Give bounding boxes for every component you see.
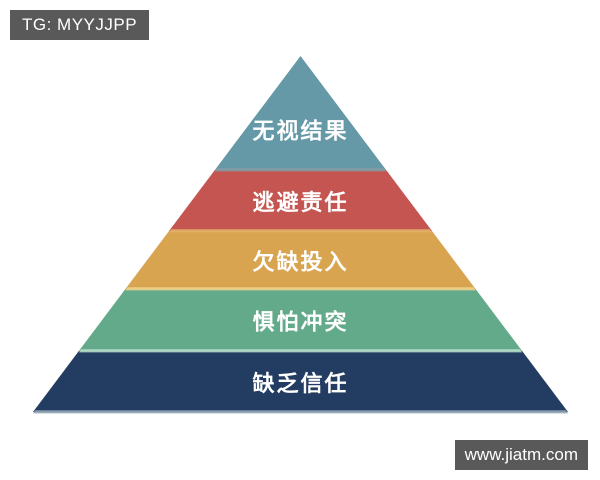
pyramid-level-2 [169, 170, 432, 231]
pyramid-level-4-label: 惧怕冲突 [252, 310, 348, 335]
pyramid-level-3 [125, 231, 476, 289]
pyramid-level-1-label: 无视结果 [252, 119, 348, 144]
pyramid-level-1-edge [214, 168, 387, 172]
pyramid-level-4-edge [78, 349, 523, 353]
pyramid-level-3-edge [125, 287, 476, 291]
pyramid-level-1 [214, 56, 387, 170]
pyramid-level-3-label: 欠缺投入 [252, 250, 348, 275]
telegram-badge: TG: MYYJJPP [10, 10, 150, 40]
pyramid-level-2-edge [168, 229, 433, 233]
pyramid-level-5-edge [32, 410, 569, 414]
pyramid-level-5-label: 缺乏信任 [252, 371, 348, 396]
website-watermark: www.jiatm.com [454, 440, 588, 470]
pyramid-level-2-label: 逃避责任 [252, 190, 348, 215]
pyramid-level-4 [78, 289, 523, 351]
pyramid-level-5 [33, 351, 568, 412]
